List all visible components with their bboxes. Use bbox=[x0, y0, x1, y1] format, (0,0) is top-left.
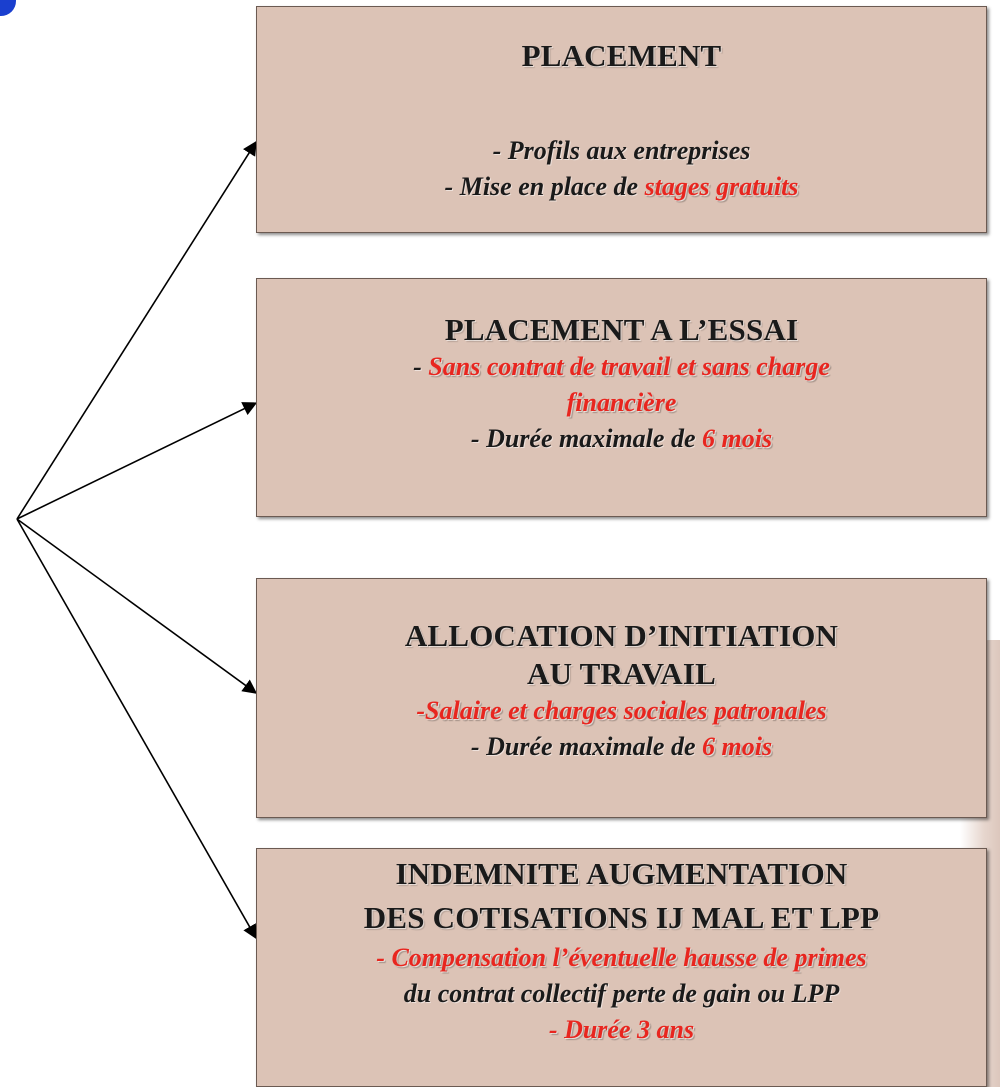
box-line: - Sans contrat de travail et sans charge bbox=[413, 352, 830, 381]
box-title-line-1: ALLOCATION D’INITIATION bbox=[404, 618, 839, 653]
box-allocation-initiation: ALLOCATION D’INITIATION AU TRAVAIL -Sala… bbox=[256, 578, 987, 818]
box-line: -Salaire et charges sociales patronales bbox=[416, 696, 827, 725]
box-line: - Durée 3 ans bbox=[548, 1015, 695, 1044]
box-line: du contrat collectif perte de gain ou LP… bbox=[403, 979, 840, 1008]
box-placement-essai: PLACEMENT A L’ESSAI - Sans contrat de tr… bbox=[256, 278, 987, 517]
box-line: financière bbox=[566, 388, 677, 417]
box-indemnite-augmentation: INDEMNITE AUGMENTATION DES COTISATIONS I… bbox=[256, 848, 987, 1087]
box-line: - Mise en place de stages gratuits bbox=[444, 172, 799, 201]
box-title-line-2: DES COTISATIONS IJ MAL ET LPP bbox=[363, 900, 880, 935]
box-line: - Durée maximale de 6 mois bbox=[470, 424, 773, 453]
box-line: - Profils aux entreprises bbox=[492, 136, 751, 165]
box-line: - Compensation l’éventuelle hausse de pr… bbox=[376, 943, 867, 972]
arrow-to-placement-essai bbox=[16, 402, 258, 520]
box-placement: PLACEMENT - Profils aux entreprises - Mi… bbox=[256, 6, 987, 233]
box-title-line-2: AU TRAVAIL bbox=[527, 656, 716, 691]
arrow-to-placement bbox=[16, 140, 257, 520]
box-title: PLACEMENT A L’ESSAI bbox=[444, 312, 799, 347]
arrow-to-indemnite bbox=[16, 518, 257, 940]
box-title-line-1: INDEMNITE AUGMENTATION bbox=[395, 856, 848, 891]
arrow-to-allocation bbox=[16, 518, 258, 694]
box-line: - Durée maximale de 6 mois bbox=[470, 732, 773, 761]
box-title: PLACEMENT bbox=[521, 38, 722, 73]
